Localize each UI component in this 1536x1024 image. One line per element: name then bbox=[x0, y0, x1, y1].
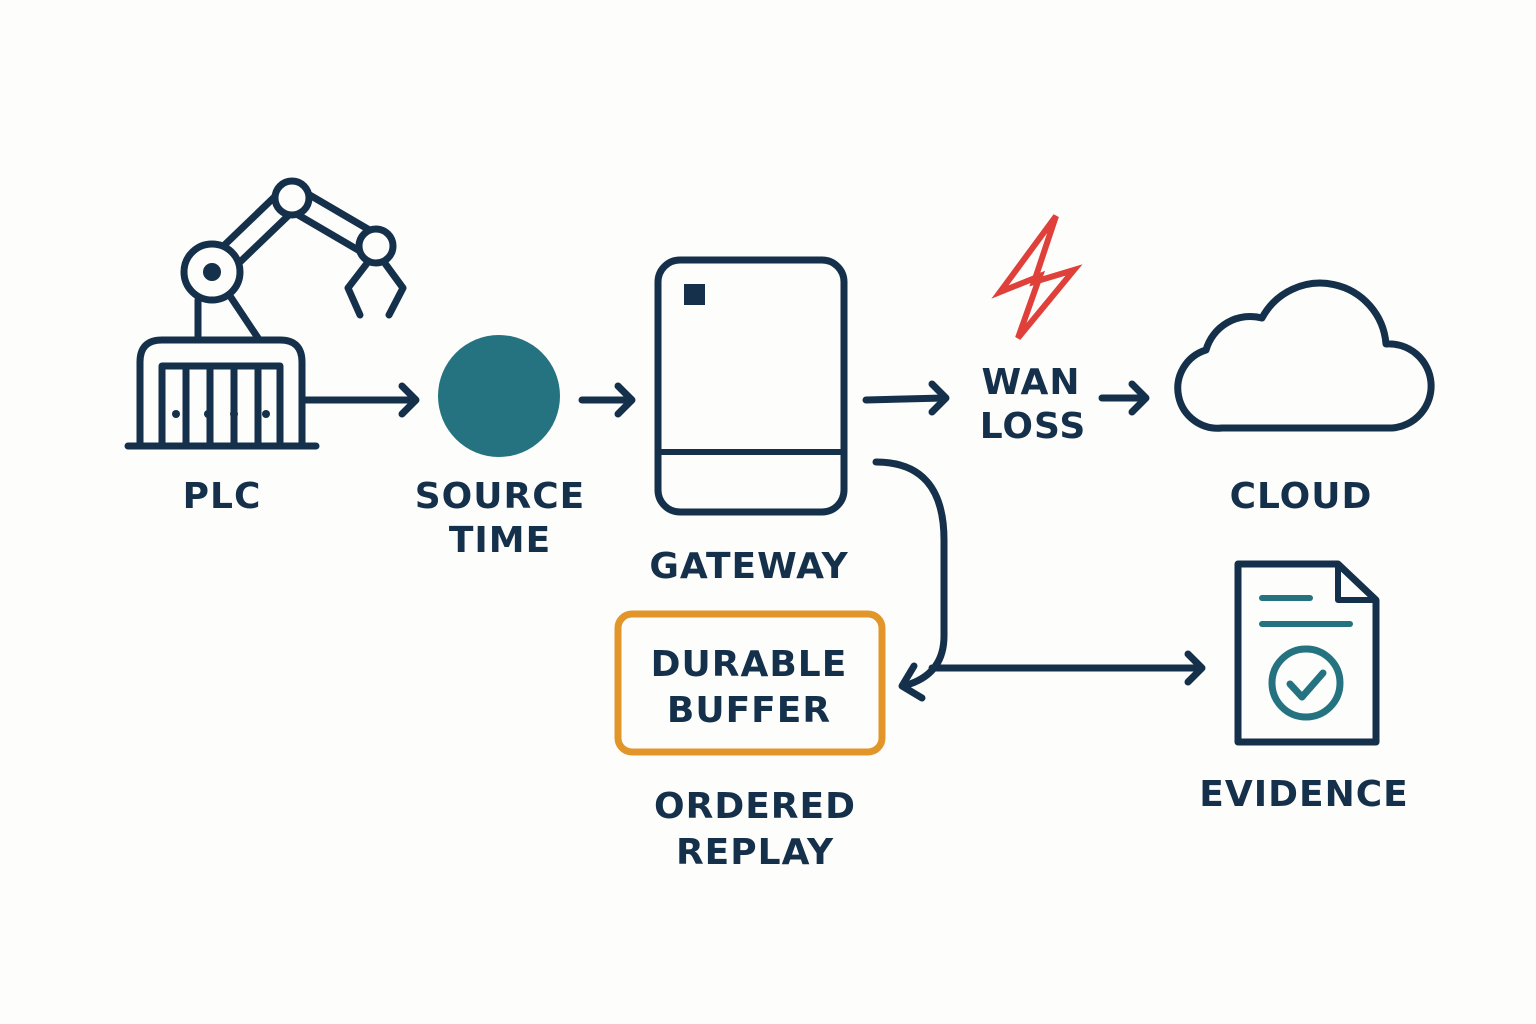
robot-arm-plc-icon bbox=[124, 177, 407, 450]
arrow-buffer-to-evidence bbox=[928, 650, 1206, 686]
durable-buffer-label-line1: DURABLE bbox=[651, 644, 848, 685]
cloud-icon bbox=[1174, 279, 1435, 432]
lightning-bolt-icon bbox=[991, 214, 1083, 340]
arrow-gateway-to-wan bbox=[862, 380, 950, 416]
gateway-device-icon bbox=[654, 256, 848, 516]
arrow-plc-to-source-time bbox=[302, 382, 420, 418]
durable-buffer-label-line2: BUFFER bbox=[667, 690, 831, 731]
arrow-gateway-to-buffer bbox=[872, 458, 948, 702]
evidence-label: EVIDENCE bbox=[1199, 774, 1408, 815]
wan-loss-label-line1: WAN bbox=[981, 362, 1080, 403]
plc-cabinet-dots bbox=[172, 410, 270, 418]
gateway-label: GATEWAY bbox=[649, 546, 848, 587]
ordered-replay-label-line2: REPLAY bbox=[676, 832, 834, 873]
wan-loss-label-line2: LOSS bbox=[980, 406, 1087, 447]
arrow-wan-to-cloud bbox=[1098, 380, 1150, 416]
arrow-source-time-to-gateway bbox=[578, 382, 636, 418]
durable-buffer-box bbox=[614, 610, 886, 756]
source-time-label-line2: TIME bbox=[449, 520, 551, 561]
source-time-label-line1: SOURCE bbox=[415, 476, 586, 517]
plc-label: PLC bbox=[183, 476, 262, 517]
ordered-replay-label-line1: ORDERED bbox=[654, 786, 856, 827]
evidence-document-check-icon bbox=[1234, 560, 1380, 746]
cloud-label: CLOUD bbox=[1230, 476, 1373, 517]
timestamp-dot-icon bbox=[438, 335, 560, 457]
